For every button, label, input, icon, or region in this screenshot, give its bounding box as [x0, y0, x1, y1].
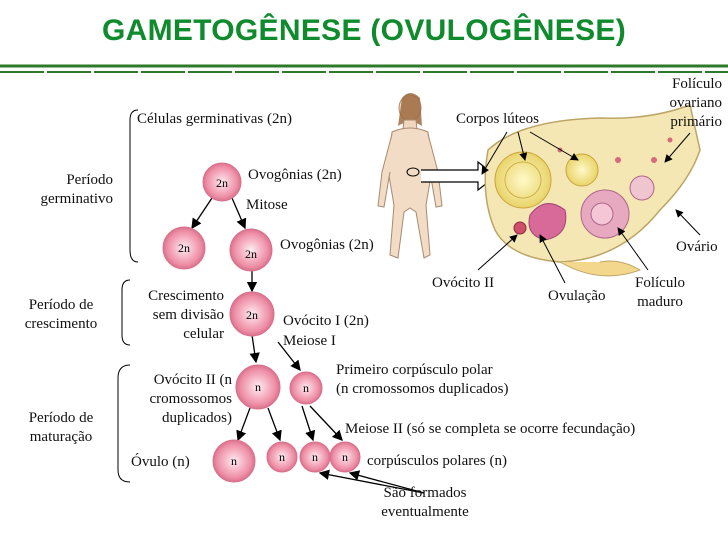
cell-primeiro-corpusculo: n [290, 372, 322, 404]
cell-label: n [312, 450, 318, 464]
label-ovulo: Óvulo (n) [131, 453, 190, 472]
period-germinativo: Período germinativo [10, 171, 113, 209]
period-germinativo-line1: Período [10, 171, 113, 190]
cell-ovogonia-b: 2n [230, 229, 272, 271]
cell-germinativa: 2n [203, 163, 241, 201]
label-primeiro-corpusculo-line2: (n cromossomos duplicados) [336, 380, 508, 399]
cell-label: 2n [178, 241, 190, 255]
label-crescimento: Crescimento sem divisão celular [122, 287, 224, 344]
label-celulas-germinativas: Células germinativas (2n) [137, 110, 292, 129]
cell-ovogonia-a: 2n [163, 227, 205, 269]
label-foliculo-maduro-line1: Folículo [624, 274, 696, 293]
label-primeiro-corpusculo: Primeiro corpúsculo polar (n cromossomos… [336, 361, 508, 399]
label-ovario: Ovário [676, 238, 718, 257]
label-foliculo-primario: Folículo ovariano primário [640, 75, 722, 132]
cell-label: n [279, 450, 285, 464]
cell-label: 2n [246, 308, 258, 322]
cell-ovocito-2: n [236, 365, 280, 409]
label-crescimento-line1: Crescimento [122, 287, 224, 306]
label-meiose-1: Meiose I [283, 332, 336, 351]
label-primeiro-corpusculo-line1: Primeiro corpúsculo polar [336, 361, 508, 380]
cell-ovulo: n [213, 440, 255, 482]
label-corpusculos-polares: corpúsculos polares (n) [367, 452, 507, 471]
label-ovogonias-1: Ovogônias (2n) [248, 166, 342, 185]
cell-corpusculo-c: n [330, 442, 360, 472]
label-ovocito-2-ovario: Ovócito II [432, 274, 494, 293]
label-meiose-2: Meiose II (só se completa se ocorre fecu… [345, 420, 635, 439]
cell-label: n [342, 450, 348, 464]
label-sao-formados-line1: São formados [364, 484, 486, 503]
cell-label: n [231, 454, 237, 468]
label-sao-formados-line2: eventualmente [364, 503, 486, 522]
period-maturacao-line2: maturação [12, 428, 110, 447]
label-crescimento-line3: celular [122, 325, 224, 344]
title-rule [0, 66, 728, 72]
label-ovogonias-2: Ovogônias (2n) [280, 236, 374, 255]
cell-label: n [303, 381, 309, 395]
period-maturacao-line1: Período de [12, 409, 110, 428]
label-ovocito-2-line3: duplicados) [122, 409, 232, 428]
label-ovocito-2-line1: Ovócito II (n [122, 371, 232, 390]
label-foliculo-primario-line3: primário [640, 113, 722, 132]
period-crescimento-line2: crescimento [12, 315, 110, 334]
bracket-germinativo [130, 110, 138, 262]
label-foliculo-maduro: Folículo maduro [624, 274, 696, 312]
label-corpos-luteos: Corpos lúteos [456, 110, 539, 129]
period-germinativo-line2: germinativo [10, 190, 113, 209]
cell-corpusculo-a: n [267, 442, 297, 472]
period-crescimento-line1: Período de [12, 296, 110, 315]
cell-label: n [255, 380, 261, 394]
cell-label: 2n [245, 247, 257, 261]
label-ovocito-1: Ovócito I (2n) [283, 312, 369, 331]
label-crescimento-line2: sem divisão [122, 306, 224, 325]
label-mitose: Mitose [246, 196, 288, 215]
cell-label: 2n [216, 176, 228, 190]
label-ovocito-2-line2: cromossomos [122, 390, 232, 409]
cell-corpusculo-b: n [300, 442, 330, 472]
label-foliculo-maduro-line2: maduro [624, 293, 696, 312]
label-ovocito-2: Ovócito II (n cromossomos duplicados) [122, 371, 232, 428]
period-crescimento: Período de crescimento [12, 296, 110, 334]
label-foliculo-primario-line2: ovariano [640, 94, 722, 113]
cell-ovocito-1: 2n [230, 292, 274, 336]
label-sao-formados: São formados eventualmente [364, 484, 486, 522]
label-foliculo-primario-line1: Folículo [640, 75, 722, 94]
label-ovulacao: Ovulação [548, 287, 605, 306]
period-maturacao: Período de maturação [12, 409, 110, 447]
